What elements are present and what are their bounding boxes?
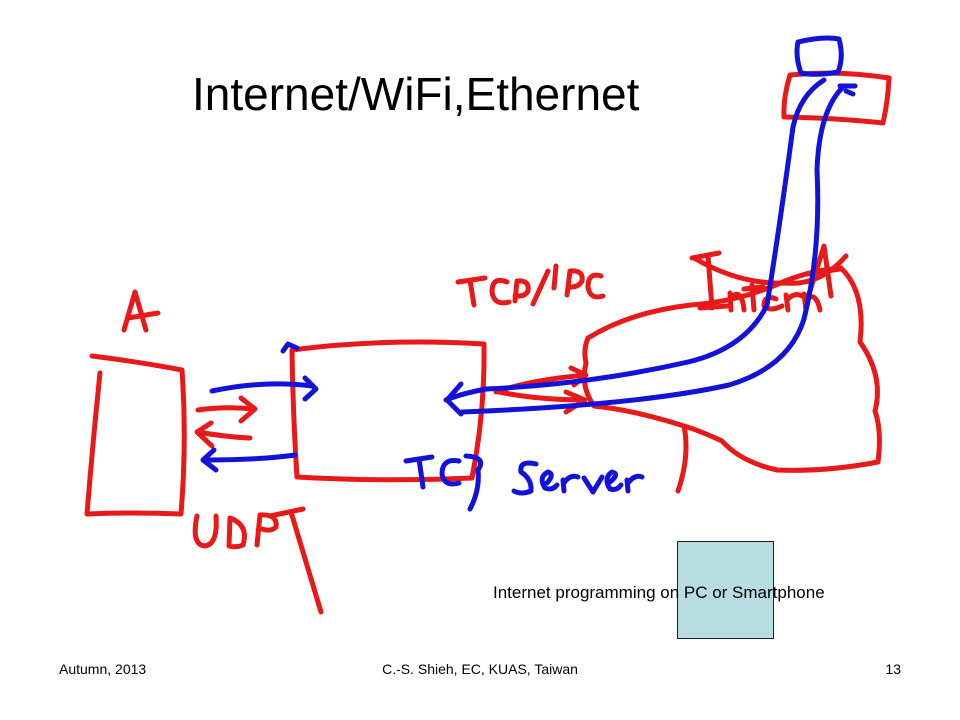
handwritten-label-a bbox=[121, 289, 161, 333]
handwritten-label-tcp-ip bbox=[455, 263, 606, 308]
internet-cloud bbox=[581, 253, 882, 494]
handwritten-label-tcp-server bbox=[403, 453, 645, 512]
red-arrows-a-to-server bbox=[194, 395, 258, 449]
footer-date: Autumn, 2013 bbox=[59, 661, 147, 677]
page-number: 13 bbox=[885, 661, 901, 677]
blue-arrows-server-to-a bbox=[200, 341, 319, 473]
slide-caption: Internet programming on PC or Smartphone bbox=[493, 583, 825, 602]
footer-author: C.-S. Shieh, EC, KUAS, Taiwan bbox=[382, 661, 578, 677]
top-right-device-box bbox=[781, 70, 892, 126]
host-a-box bbox=[84, 353, 187, 517]
handwritten-label-udp bbox=[192, 506, 324, 615]
highlight-box bbox=[677, 541, 774, 639]
slide-title: Internet/WiFi,Ethernet bbox=[192, 68, 640, 120]
blue-connection-to-server bbox=[443, 77, 858, 417]
server-box bbox=[289, 339, 487, 483]
top-blue-box bbox=[794, 35, 844, 77]
